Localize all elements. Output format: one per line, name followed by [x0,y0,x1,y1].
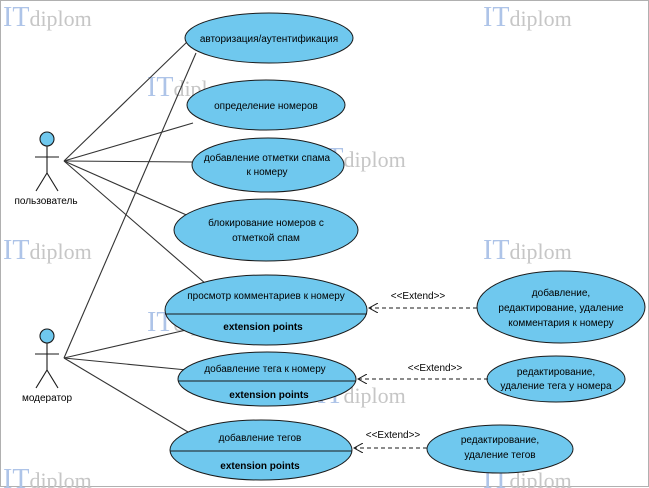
usecase-label-line2: к номеру [246,167,287,178]
association-line [63,122,194,162]
actor-user[interactable] [35,131,59,192]
actor-moderator-label: модератор [22,393,73,404]
usecase-label: просмотр комментариев к номеру [187,291,345,302]
association-line [63,160,207,285]
usecase-ellipse [169,419,353,481]
usecase-label-line2: удаление тегов [464,450,535,461]
usecase-label-line1: редактирование, [461,435,539,446]
actor-leg [46,369,59,389]
watermark: ITdiplom [483,235,572,266]
usecase-label-line2: отметкой спам [232,233,300,244]
usecase-label: авторизация/аутентификация [200,33,338,45]
usecase-label-line1: добавление отметки спама [204,152,331,164]
usecase-label: добавление тегов [219,432,302,444]
user-associations [63,40,207,285]
usecase-view-comments[interactable]: просмотр комментариев к номеру extension… [164,274,368,346]
usecase-add-tags[interactable]: добавление тегов extension points [169,419,353,481]
usecase-ellipse [173,198,359,262]
moderator-associations [63,52,197,436]
association-line [63,160,192,218]
usecase-ellipse [184,12,354,64]
extend-label: <<Extend>> [408,363,463,374]
watermark: ITdiplom [3,2,92,33]
svg-text:ITdiplom: ITdiplom [483,235,572,266]
association-line [63,40,189,162]
svg-text:ITdiplom: ITdiplom [3,464,92,488]
usecase-ellipse [486,355,626,403]
usecase-ellipse [177,351,357,407]
usecase-manage-comment[interactable]: добавление, редактирование, удаление ком… [476,270,646,344]
extension-points-label: extension points [229,390,309,401]
usecase-label-line2: удаление тега у номера [500,381,612,392]
usecase-manage-tag[interactable]: редактирование, удаление тега у номера [486,355,626,403]
actor-head-icon [39,328,55,344]
usecase-add-spam-mark[interactable]: добавление отметки спама к номеру [191,137,345,193]
usecase-auth[interactable]: авторизация/аутентификация [184,12,354,64]
actor-user-label: пользователь [14,196,77,207]
usecase-detect-numbers[interactable]: определение номеров [186,79,346,131]
actor-leg [35,369,48,389]
usecase-label-line3: комментария к номеру [508,318,613,329]
extend-label: <<Extend>> [366,430,421,441]
usecase-ellipse [476,270,646,344]
actor-leg [46,172,59,192]
extend-relationships [354,308,488,448]
usecase-ellipse [426,424,574,474]
association-line [63,52,197,359]
usecase-label-line1: редактирование, [517,367,595,378]
usecase-label-line1: добавление, [532,287,590,299]
usecase-add-tag[interactable]: добавление тега к номеру extension point… [177,351,357,407]
usecase-ellipse [186,79,346,131]
usecase-ellipse [164,274,368,346]
extension-points-label: extension points [223,322,303,333]
svg-text:ITdiplom: ITdiplom [3,235,92,266]
usecase-label: добавление тега к номеру [204,363,325,375]
extend-label: <<Extend>> [391,291,446,302]
watermark: ITdiplom [3,235,92,266]
usecase-block-numbers[interactable]: блокирование номеров с отметкой спам [173,198,359,262]
actor-leg [35,172,48,192]
actor-head-icon [39,131,55,147]
association-line [63,357,194,436]
association-line [63,327,196,359]
svg-text:ITdiplom: ITdiplom [3,2,92,33]
usecase-label-line1: блокирование номеров с [208,217,324,229]
svg-text:ITdiplom: ITdiplom [483,2,572,33]
usecase-label: определение номеров [214,101,318,112]
usecase-label-line2: редактирование, удаление [498,303,624,314]
usecase-manage-tags[interactable]: редактирование, удаление тегов [426,424,574,474]
watermark: ITdiplom [3,464,92,488]
extension-points-label: extension points [220,461,300,472]
usecase-ellipse [191,137,345,193]
watermark: ITdiplom [483,2,572,33]
association-line [63,357,188,371]
actor-moderator[interactable] [35,328,59,389]
association-line [63,160,194,163]
